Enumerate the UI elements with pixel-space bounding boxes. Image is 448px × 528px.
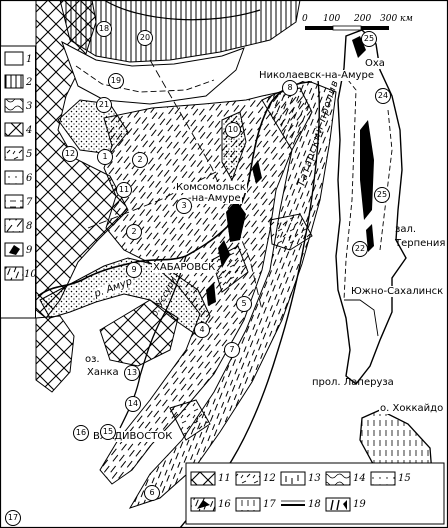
scale-bar — [305, 25, 389, 31]
zone-marker-2-south: 2 — [126, 224, 142, 240]
north-arc-line — [103, 0, 261, 21]
zone-marker-18: 18 — [96, 21, 112, 37]
legend-num-13: 13 — [308, 473, 321, 484]
sakhalin-ophiolite-2 — [366, 224, 374, 252]
label-komsomolsk-1: Комсомольск — [175, 182, 247, 193]
label-hokkaido: о. Хоккайдо — [379, 403, 445, 414]
zone-marker-6: 6 — [144, 485, 160, 501]
zone-marker-25-south: 25 — [374, 187, 390, 203]
scale-label-0: 0 — [302, 14, 308, 24]
lens-2 — [218, 240, 230, 268]
sakhalin-south-line — [344, 299, 379, 337]
zone-marker-24: 24 — [375, 88, 391, 104]
legend-num-17: 17 — [263, 499, 276, 510]
bottom-legend-box — [185, 462, 445, 525]
legend-num-9: 9 — [26, 245, 33, 256]
amur-river — [37, 81, 313, 297]
label-yuzhno: Южно-Сахалинск — [350, 286, 445, 297]
zone-marker-11: 11 — [116, 182, 132, 198]
zone-marker-20: 20 — [137, 30, 153, 46]
bottom-legend-swatches — [190, 471, 396, 512]
zone-marker-14: 14 — [125, 396, 141, 412]
label-vladivostok: ВЛАДИВОСТОК — [92, 431, 174, 442]
legend-num-5: 5 — [26, 149, 33, 160]
legend-num-3: 3 — [26, 101, 33, 112]
zone-marker-17: 17 — [5, 510, 21, 526]
cross-hatched-massif-sw — [35, 315, 75, 393]
lens-1 — [226, 200, 246, 242]
zone-marker-16: 16 — [73, 425, 89, 441]
zone-marker-7: 7 — [224, 342, 240, 358]
zone-marker-19: 19 — [108, 73, 124, 89]
zone-marker-8: 8 — [282, 80, 298, 96]
left-legend-swatches — [4, 51, 24, 281]
label-khanka-1: оз. — [84, 354, 101, 365]
legend-num-6: 6 — [26, 173, 33, 184]
zone-19-boundary — [75, 65, 215, 93]
lens-3 — [206, 282, 216, 306]
legend-num-19: 19 — [353, 499, 366, 510]
legend-num-10: 10 — [24, 269, 37, 280]
legend-num-4: 4 — [26, 125, 33, 136]
sakhalin-fault-west — [343, 79, 357, 301]
label-komsomolsk-2: -на-Амуре — [187, 193, 242, 204]
label-terpeniya-2: Терпения — [395, 238, 446, 249]
sakhalin-fault-east — [379, 109, 393, 251]
scale-label-300: 300 км — [380, 14, 413, 24]
fault-central — [149, 59, 263, 311]
zone-marker-22: 22 — [352, 241, 368, 257]
legend-num-8: 8 — [26, 221, 33, 232]
scale-label-200: 200 — [354, 14, 372, 24]
volcanic-field-3 — [169, 399, 211, 441]
zone-marker-15: 15 — [100, 424, 116, 440]
legend-num-2: 2 — [26, 77, 33, 88]
legend-num-14: 14 — [353, 473, 366, 484]
label-khanka-2: Ханка — [86, 367, 120, 378]
label-laperuza: прол. Лаперуза — [312, 377, 394, 388]
fault-west — [87, 169, 221, 229]
legend-num-1: 1 — [26, 54, 33, 65]
zone-marker-9: 9 — [126, 262, 142, 278]
legend-num-18: 18 — [308, 499, 321, 510]
zone-marker-10: 10 — [225, 122, 241, 138]
zone-marker-12: 12 — [62, 146, 78, 162]
label-terpeniya-1: зал. — [395, 224, 417, 235]
legend-num-12: 12 — [263, 473, 276, 484]
zone-marker-5: 5 — [236, 296, 252, 312]
zone-marker-3: 3 — [176, 198, 192, 214]
volcanic-field-1 — [269, 213, 313, 251]
zone-marker-21: 21 — [96, 97, 112, 113]
label-okha: Оха — [364, 58, 386, 69]
zone-marker-2-north: 2 — [132, 152, 148, 168]
lens-4 — [252, 160, 262, 184]
legend-num-7: 7 — [26, 197, 33, 208]
okha-field — [352, 36, 366, 58]
sakhalin-ophiolite-1 — [360, 120, 374, 220]
zone-marker-1: 1 — [97, 149, 113, 165]
legend-num-15: 15 — [398, 473, 411, 484]
zone-marker-25-north: 25 — [361, 31, 377, 47]
zone-marker-13: 13 — [124, 365, 140, 381]
label-nikolaevsk: Николаевск-на-Амуре — [258, 70, 375, 81]
zone-marker-4: 4 — [194, 322, 210, 338]
eastern-volcanic-belt — [128, 79, 337, 509]
legend-num-16: 16 — [218, 499, 231, 510]
label-khabarovsk: ХАБАРОВСК — [152, 262, 217, 273]
legend-num-11: 11 — [218, 473, 231, 484]
scale-label-100: 100 — [323, 14, 341, 24]
